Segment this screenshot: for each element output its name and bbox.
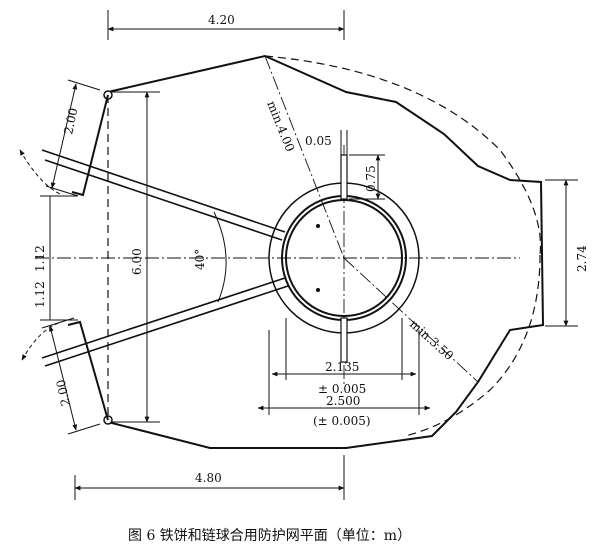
dim-rail-length-line	[349, 154, 385, 200]
marker-dot-upper	[316, 224, 320, 228]
label-rail-length: 0.75	[364, 165, 378, 192]
min-radius-arc-top	[264, 55, 542, 256]
rail-bottom	[340, 317, 348, 363]
marker-dot-lower	[316, 288, 320, 292]
top-radius-line	[264, 55, 345, 259]
dim-upper-wing-line	[45, 79, 101, 197]
label-top-width: 4.20	[208, 13, 235, 27]
dim-half-heights-line	[40, 195, 78, 321]
figure-caption: 图 6 铁饼和链球合用防护网平面（单位：m）	[128, 528, 411, 544]
min-radius-arc-bottom	[404, 254, 541, 437]
label-rail-width: 0.05	[305, 134, 332, 148]
upper-movable-panel	[71, 94, 109, 197]
label-inner-diameter: 2.135	[325, 360, 359, 374]
sector-angle-arc	[213, 211, 227, 303]
dim-rail-width-line	[340, 130, 348, 158]
label-bottom-width: 4.80	[195, 471, 222, 485]
label-left-height: 6.00	[130, 248, 144, 275]
cage-outline	[107, 54, 545, 449]
label-lower-half: 1.12	[33, 281, 47, 308]
dim-left-height-line	[112, 91, 160, 423]
label-outer-tolerance: (± 0.005)	[313, 414, 371, 428]
bottom-radius-line	[343, 257, 479, 383]
swing-arrow-top	[19, 149, 63, 196]
lower-movable-panel	[67, 320, 109, 421]
inner-circle-inner-edge	[285, 199, 403, 317]
sector-line-upper	[41, 149, 286, 241]
label-upper-half: 1.12	[33, 245, 47, 272]
label-right-flat: 2.74	[575, 245, 589, 272]
dim-inner-diameter-line	[271, 318, 417, 380]
label-lower-wing: 2.00	[54, 378, 73, 407]
label-inner-tolerance: ± 0.005	[318, 382, 366, 396]
dim-right-flat-line	[545, 179, 578, 327]
dim-outer-diameter-line	[257, 330, 431, 415]
label-min-radius-bottom: min.3.50	[407, 317, 456, 363]
rail-top	[340, 154, 348, 200]
label-upper-wing: 2.00	[61, 107, 80, 136]
label-outer-diameter: 2.500	[326, 394, 360, 408]
sector-line-lower	[41, 277, 289, 367]
dim-top-width-line	[107, 10, 345, 40]
label-sector-angle: 40°	[193, 249, 207, 270]
dim-lower-wing-line	[41, 317, 101, 435]
dim-bottom-width-line	[74, 455, 345, 500]
